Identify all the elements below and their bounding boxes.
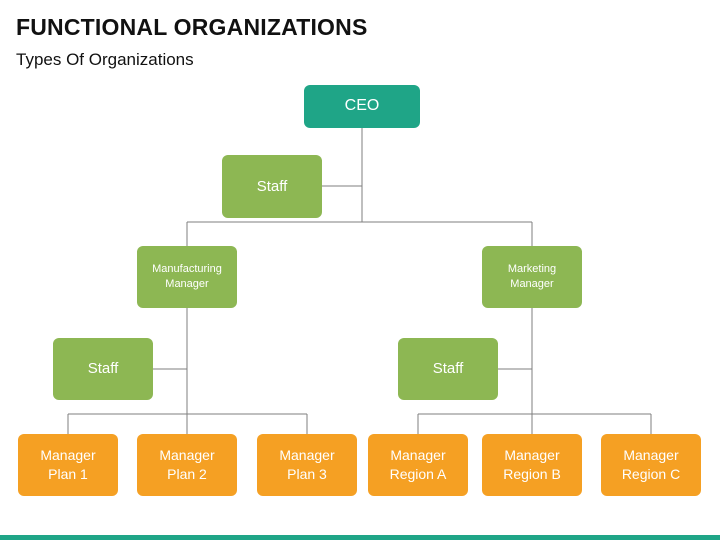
manager-region-a-node: Manager Region A: [368, 434, 468, 496]
manager-plan-3-node: Manager Plan 3: [257, 434, 357, 496]
page-title: FUNCTIONAL ORGANIZATIONS: [16, 14, 368, 40]
bottom-accent-bar: [0, 535, 720, 540]
manufacturing-staff-node: Staff: [53, 338, 153, 400]
ceo-node: CEO: [304, 85, 420, 128]
page-subtitle: Types Of Organizations: [16, 50, 194, 69]
manager-region-b-node: Manager Region B: [482, 434, 582, 496]
manager-plan-2-node: Manager Plan 2: [137, 434, 237, 496]
manager-region-c-node: Manager Region C: [601, 434, 701, 496]
top-staff-node: Staff: [222, 155, 322, 218]
manufacturing-manager-node: Manufacturing Manager: [137, 246, 237, 308]
marketing-manager-node: Marketing Manager: [482, 246, 582, 308]
manager-plan-1-node: Manager Plan 1: [18, 434, 118, 496]
marketing-staff-node: Staff: [398, 338, 498, 400]
